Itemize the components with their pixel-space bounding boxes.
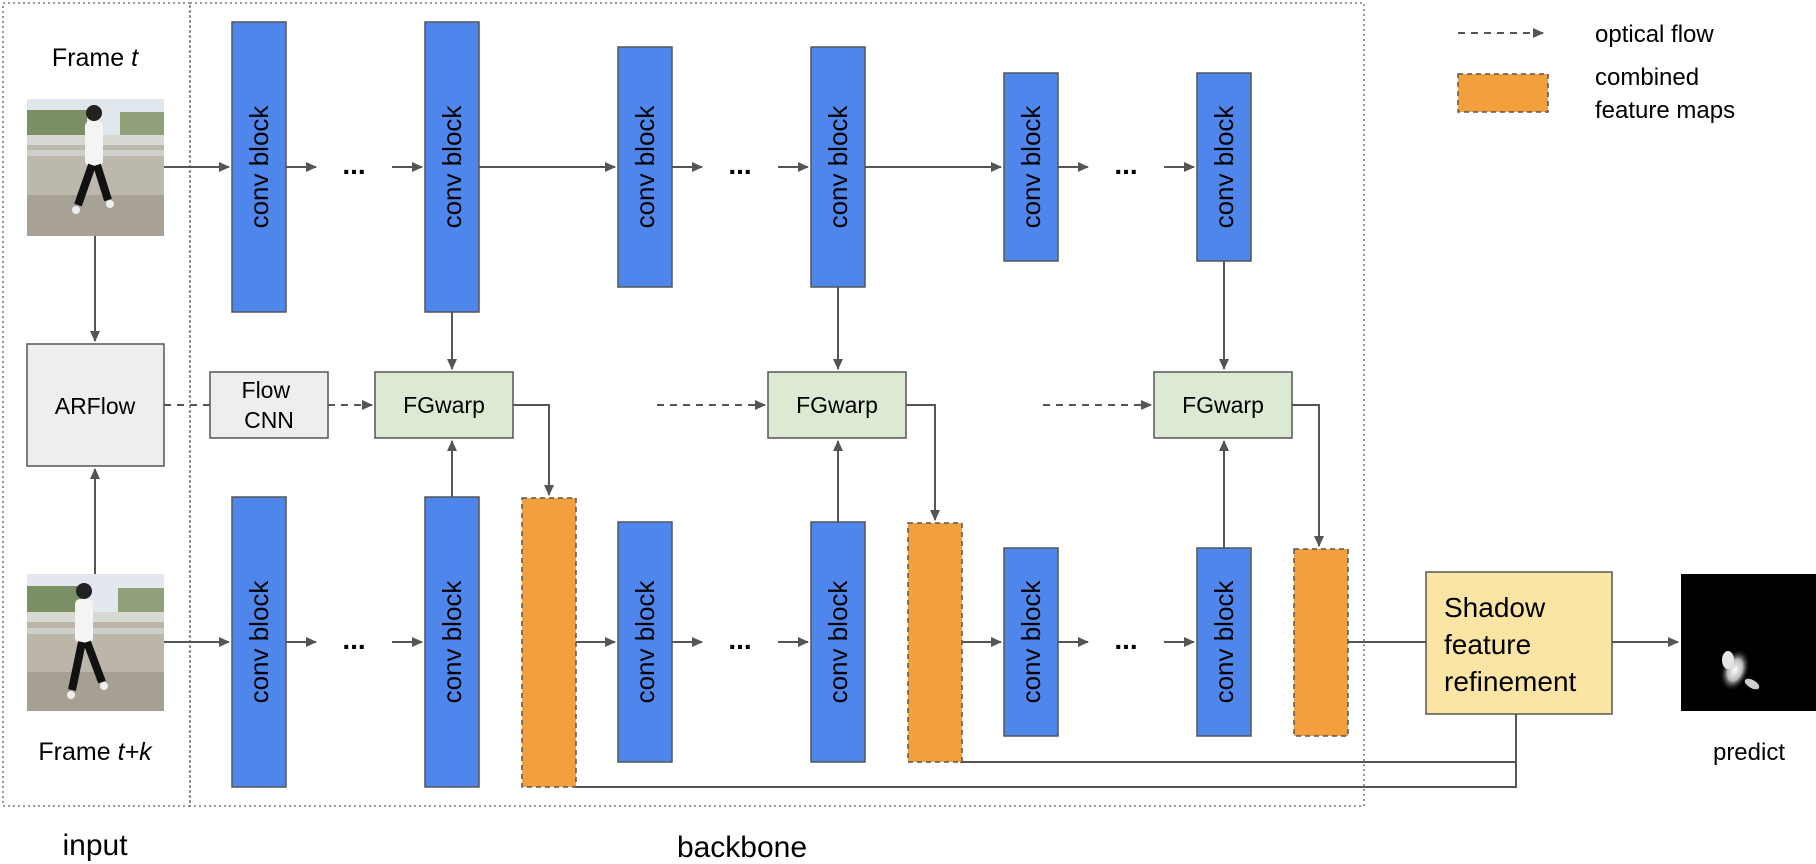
top-ellipsis-2: ... [728,149,751,180]
legend-combined-swatch [1457,73,1549,113]
bottom-conv-label-3: conv block [630,580,660,704]
arflow-label: ARFlow [55,393,136,419]
backbone-section-label: backbone [677,831,807,864]
fgwarp1-to-combined-arrow [513,404,554,496]
bottom-ellipsis-1: ... [342,624,365,655]
flow-cnn-box [209,371,329,439]
bottom-conv-block-3 [617,521,673,763]
bottom-conv-block-2 [424,496,480,788]
combined-map-3 [1293,548,1349,737]
top-conv-block-3 [617,46,673,288]
bottom-conv-label-2: conv block [437,580,467,704]
fgwarp2-to-combined-arrow [906,404,940,521]
predict-image [1681,574,1816,711]
bottom-conv-label-6: conv block [1209,580,1239,704]
legend-optical-flow-label: optical flow [1595,21,1714,48]
top-conv-label-6: conv block [1209,105,1239,229]
combined-feature-maps [521,497,1349,788]
frame-t-image [27,99,164,236]
top-conv-block-4 [810,46,866,288]
top-conv-block-5 [1003,72,1059,262]
fgwarp-box-2 [767,371,907,439]
flow-cnn-label: Flow CNN [242,377,297,433]
bottom-conv-label-4: conv block [823,580,853,704]
fgwarp-label-2: FGwarp [796,392,878,418]
shadow-refinement-box [1425,571,1613,715]
top-conv-label-2: conv block [437,105,467,229]
legend-combined-label: combined feature maps [1595,64,1735,124]
top-conv-labels: conv block conv block conv block conv bl… [244,105,1239,229]
bottom-ellipsis-3: ... [1114,624,1137,655]
top-conv-label-3: conv block [630,105,660,229]
top-conv-blocks [231,21,1252,313]
fgwarp-label-1: FGwarp [403,392,485,418]
input-section-label: input [62,829,128,862]
bottom-conv-blocks [231,496,1252,788]
bottom-conv-block-1 [231,496,287,788]
frame-tk-label: Frame t+k [38,738,153,766]
arflow-box [26,343,165,467]
bottom-conv-label-5: conv block [1016,580,1046,704]
fgwarp-box-1 [374,371,514,439]
shadow-refinement-label: Shadow feature refinement [1444,592,1577,697]
fgwarp-box-3 [1153,371,1293,439]
bottom-conv-block-6 [1196,547,1252,737]
bottom-ellipsis-2: ... [728,624,751,655]
combined-map-2 [907,522,963,763]
top-conv-block-2 [424,21,480,313]
top-conv-block-6 [1196,72,1252,262]
bottom-conv-block-4 [810,521,866,763]
combined-map-1 [521,497,577,788]
frame-t-label: Frame t [52,44,139,72]
top-ellipsis-3: ... [1114,149,1137,180]
top-conv-label-4: conv block [823,105,853,229]
bottom-conv-labels: conv block conv block conv block conv bl… [244,580,1239,704]
bottom-conv-block-5 [1003,547,1059,737]
top-conv-block-1 [231,21,287,313]
backbone-region [189,2,1365,807]
top-ellipsis-1: ... [342,149,365,180]
top-conv-label-5: conv block [1016,105,1046,229]
combined1-to-refinement-line [575,762,1517,788]
bottom-conv-label-1: conv block [244,580,274,704]
fgwarp-label-3: FGwarp [1182,392,1264,418]
predict-label: predict [1713,739,1785,766]
fgwarp3-to-combined-arrow [1292,404,1324,547]
top-conv-label-1: conv block [244,105,274,229]
frame-tk-image [27,574,164,711]
legend: optical flow combined feature maps [1457,21,1735,124]
